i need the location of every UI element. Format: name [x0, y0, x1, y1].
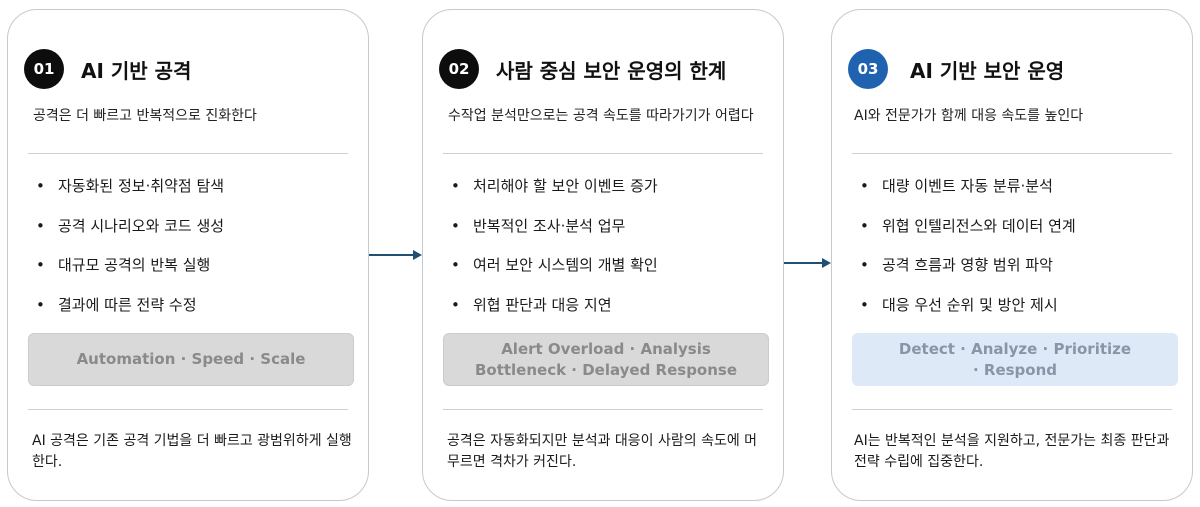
keyword-tag-box: Detect · Analyze · Prioritize · Respond: [852, 333, 1178, 386]
card-summary: AI는 반복적인 분석을 지원하고, 전문가는 최종 판단과 전략 수립에 집중…: [854, 433, 1170, 470]
bullet-item: 위협 판단과 대응 지연: [451, 292, 658, 332]
step-number-badge: 02: [439, 49, 479, 89]
divider: [852, 409, 1172, 410]
card-subtitle: 공격은 더 빠르고 반복적으로 진화한다: [33, 108, 257, 124]
card-ai-based-security-ops: 03 AI 기반 보안 운영 AI와 전문가가 함께 대응 속도를 높인다 대량…: [831, 9, 1193, 501]
bullet-item: 위협 인텔리전스와 데이터 연계: [860, 213, 1076, 253]
card-header: 03 AI 기반 보안 운영: [848, 49, 1064, 89]
keyword-tag-box: Alert Overload · Analysis Bottleneck · D…: [443, 333, 769, 386]
card-subtitle: AI와 전문가가 함께 대응 속도를 높인다: [854, 108, 1084, 124]
bullet-item: 처리해야 할 보안 이벤트 증가: [451, 173, 658, 213]
bullet-item: 공격 시나리오와 코드 생성: [36, 213, 224, 253]
flow-arrow-icon: [369, 250, 422, 260]
bullet-item: 공격 흐름과 영향 범위 파악: [860, 252, 1076, 292]
bullet-item: 결과에 따른 전략 수정: [36, 292, 224, 332]
bullet-item: 대량 이벤트 자동 분류·분석: [860, 173, 1076, 213]
divider: [28, 409, 348, 410]
card-title: 사람 중심 보안 운영의 한계: [496, 58, 727, 83]
step-number-badge: 03: [848, 49, 888, 89]
card-title: AI 기반 공격: [81, 58, 192, 83]
card-subtitle: 수작업 분석만으로는 공격 속도를 따라가기가 어렵다: [448, 108, 754, 124]
flow-arrow-icon: [784, 258, 831, 268]
card-summary: AI 공격은 기존 공격 기법을 더 빠르고 광범위하게 실행한다.: [32, 433, 352, 470]
card-header: 01 AI 기반 공격: [24, 49, 191, 89]
divider: [28, 153, 348, 154]
card-title: AI 기반 보안 운영: [910, 58, 1065, 83]
bullet-item: 여러 보안 시스템의 개별 확인: [451, 252, 658, 292]
keyword-tag-box: Automation · Speed · Scale: [28, 333, 354, 386]
bullet-list: 대량 이벤트 자동 분류·분석 위협 인텔리전스와 데이터 연계 공격 흐름과 …: [860, 173, 1076, 331]
divider: [443, 153, 763, 154]
bullet-item: 반복적인 조사·분석 업무: [451, 213, 658, 253]
card-summary: 공격은 자동화되지만 분석과 대응이 사람의 속도에 머무르면 격차가 커진다.: [447, 433, 758, 470]
bullet-list: 처리해야 할 보안 이벤트 증가 반복적인 조사·분석 업무 여러 보안 시스템…: [451, 173, 658, 331]
card-header: 02 사람 중심 보안 운영의 한계: [439, 49, 726, 89]
card-human-centric-limits: 02 사람 중심 보안 운영의 한계 수작업 분석만으로는 공격 속도를 따라가…: [422, 9, 784, 501]
bullet-item: 대규모 공격의 반복 실행: [36, 252, 224, 292]
bullet-item: 자동화된 정보·취약점 탐색: [36, 173, 224, 213]
card-ai-based-attack: 01 AI 기반 공격 공격은 더 빠르고 반복적으로 진화한다 자동화된 정보…: [7, 9, 369, 501]
bullet-item: 대응 우선 순위 및 방안 제시: [860, 292, 1076, 332]
divider: [852, 153, 1172, 154]
divider: [443, 409, 763, 410]
bullet-list: 자동화된 정보·취약점 탐색 공격 시나리오와 코드 생성 대규모 공격의 반복…: [36, 173, 224, 331]
step-number-badge: 01: [24, 49, 64, 89]
